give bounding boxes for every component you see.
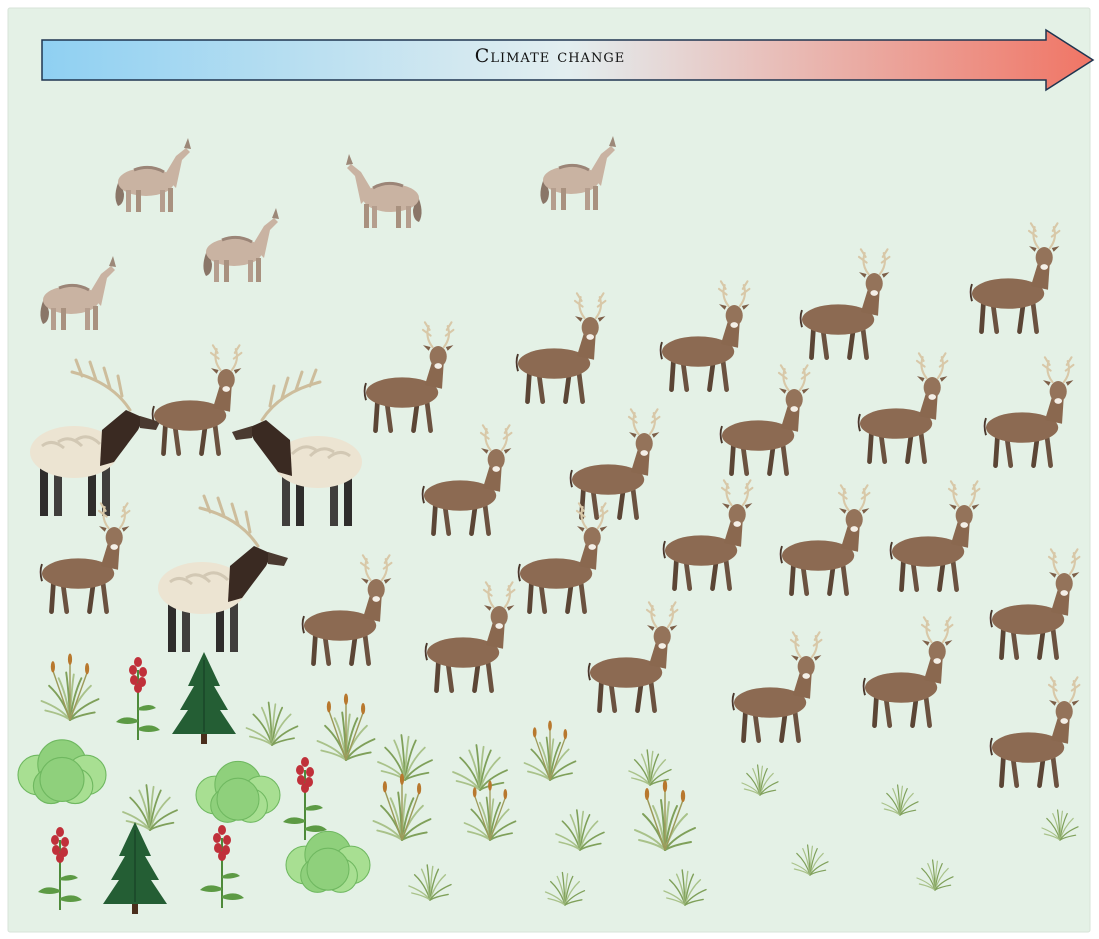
grass-icon: [663, 869, 707, 906]
deer-icon: [421, 424, 513, 536]
deer-icon: [862, 616, 954, 728]
grass-icon: [741, 764, 779, 796]
conifer-icon: [103, 822, 167, 914]
deer-icon: [659, 280, 751, 392]
deer-icon: [569, 408, 661, 520]
cattail-grass-icon: [463, 780, 517, 841]
grass-icon: [555, 809, 605, 851]
grass-icon: [1041, 809, 1079, 841]
wolf-icon: [346, 154, 422, 228]
deer-icon: [363, 321, 455, 433]
elk-group: [30, 358, 362, 652]
wolf-icon: [40, 256, 116, 330]
deer-icon: [151, 344, 243, 456]
grass-icon: [452, 744, 508, 791]
deer-icon: [989, 548, 1081, 660]
deer-group: [39, 222, 1081, 788]
elk-icon: [158, 494, 288, 652]
scene-background: [7, 7, 1091, 933]
red-flower-icon: [283, 757, 327, 840]
deer-icon: [969, 222, 1061, 334]
climate-change-label: Climate change: [474, 45, 626, 67]
grass-icon: [628, 749, 672, 786]
shrub-icon: [285, 830, 371, 893]
cattail-grass-icon: [634, 780, 696, 851]
climate-change-arrow: [41, 28, 1095, 92]
red-flower-icon: [200, 825, 244, 908]
deer-icon: [39, 502, 131, 614]
plants-group: [17, 652, 1079, 914]
cattail-grass-icon: [316, 693, 376, 761]
grass-icon: [791, 844, 829, 876]
deer-icon: [983, 356, 1075, 468]
deer-icon: [731, 631, 823, 743]
deer-icon: [889, 480, 981, 592]
grass-icon: [881, 784, 919, 816]
red-flower-icon: [116, 657, 160, 740]
deer-icon: [587, 601, 679, 713]
grass-icon: [544, 871, 586, 906]
deer-icon: [857, 352, 949, 464]
cattail-grass-icon: [523, 720, 577, 781]
shrub-icon: [195, 760, 281, 823]
shrub-icon: [17, 739, 107, 805]
wolves-group: [40, 136, 616, 330]
grass-icon: [245, 701, 299, 746]
conifer-icon: [172, 652, 236, 744]
deer-icon: [662, 479, 754, 591]
wolf-icon: [203, 208, 279, 282]
deer-icon: [517, 502, 609, 614]
elk-icon: [232, 368, 362, 526]
cattail-grass-icon: [40, 653, 100, 721]
grass-icon: [916, 859, 954, 891]
elk-icon: [30, 358, 160, 516]
deer-icon: [424, 581, 516, 693]
deer-icon: [779, 484, 871, 596]
red-flower-icon: [38, 827, 82, 910]
deer-icon: [719, 364, 811, 476]
wolf-icon: [115, 138, 191, 212]
wolf-icon: [540, 136, 616, 210]
grass-icon: [122, 784, 178, 831]
deer-icon: [799, 248, 891, 360]
deer-icon: [301, 554, 393, 666]
grass-icon: [408, 864, 452, 901]
deer-icon: [989, 676, 1081, 788]
cattail-grass-icon: [372, 773, 432, 841]
